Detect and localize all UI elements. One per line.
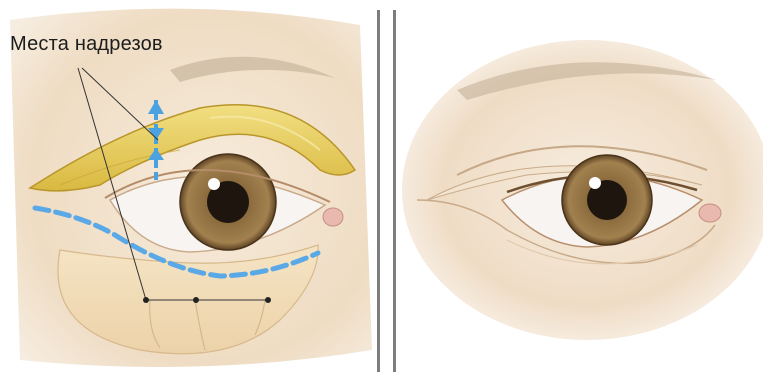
panel-divider-right	[393, 10, 396, 372]
eye-highlight	[589, 177, 601, 189]
tear-duct	[323, 208, 343, 226]
eye-before-drawing	[0, 0, 377, 378]
after-surgery-illustration	[397, 0, 763, 378]
eye-highlight	[208, 178, 220, 190]
eye-after-drawing	[397, 0, 763, 378]
tear-duct	[699, 204, 721, 222]
before-surgery-illustration: Места надрезов	[0, 0, 377, 378]
incision-label: Места надрезов	[10, 33, 163, 56]
panel-divider-left	[377, 10, 380, 372]
